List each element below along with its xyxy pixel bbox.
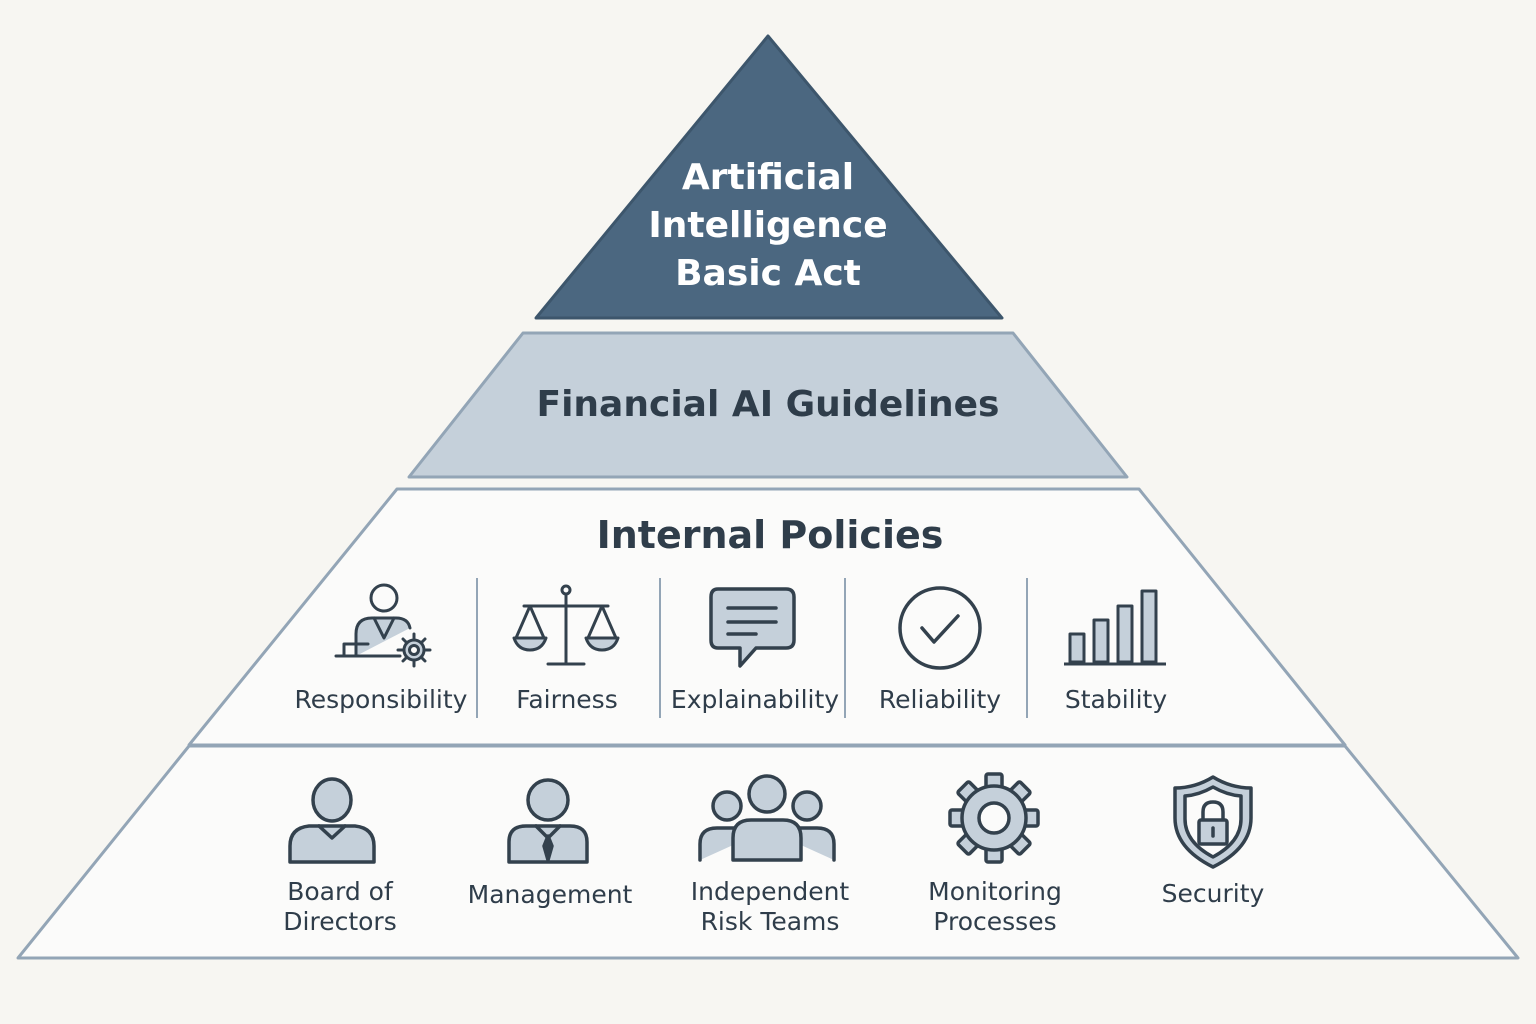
role-label-line: Management [467, 880, 633, 909]
bar-chart-icon [1062, 588, 1168, 668]
role-label-line: Directors [283, 907, 397, 936]
tier-apex-shape [534, 34, 1004, 320]
check-circle-icon [896, 584, 984, 672]
gear-icon [948, 772, 1040, 864]
apex-title-line: Artificial [681, 157, 855, 198]
role-label-line: Security [1161, 879, 1265, 908]
role-label-line: Processes [933, 907, 1057, 936]
role-label-monitoring: Monitoring Processes [890, 877, 1100, 937]
apex-title: Artificial Intelligence Basic Act [618, 154, 918, 298]
role-label-risk-teams: Independent Risk Teams [665, 877, 875, 937]
person-gear-icon [334, 582, 438, 672]
scales-icon [512, 584, 620, 670]
team-icon [697, 772, 837, 864]
principle-label-stability: Stability [1064, 685, 1168, 714]
principle-label-responsibility: Responsibility [294, 685, 468, 714]
shield-lock-icon [1171, 774, 1255, 870]
role-label-management: Management [450, 880, 650, 910]
businessperson-icon [506, 776, 590, 866]
role-label-board: Board of Directors [240, 877, 440, 937]
role-label-line: Monitoring [928, 877, 1062, 906]
role-label-security: Security [1113, 879, 1313, 909]
role-label-line: Board of [287, 877, 393, 906]
role-label-line: Independent [690, 877, 850, 906]
policies-title: Internal Policies [596, 513, 944, 557]
tier-guidelines-shape [407, 331, 1129, 479]
principle-label-reliability: Reliability [878, 685, 1002, 714]
role-label-line: Risk Teams [700, 907, 840, 936]
apex-title-line: Intelligence [648, 205, 888, 246]
guidelines-title: Financial AI Guidelines [536, 384, 1000, 425]
person-icon [287, 776, 377, 866]
speech-bubble-icon [708, 586, 798, 670]
principle-label-fairness: Fairness [516, 685, 618, 714]
apex-title-line: Basic Act [675, 253, 861, 294]
principle-label-explainability: Explainability [670, 685, 840, 714]
